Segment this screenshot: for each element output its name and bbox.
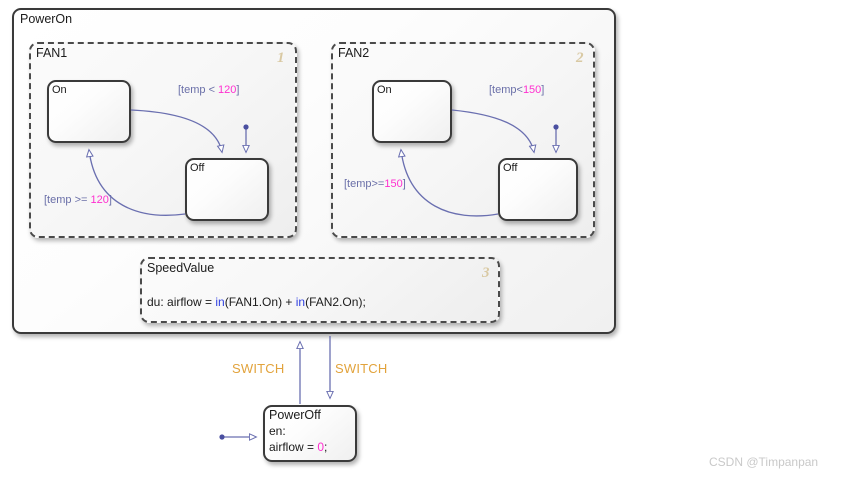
cond-suffix: ]	[541, 84, 545, 96]
event-label-switch-up: SWITCH	[232, 361, 285, 376]
action-prefix: du: airflow =	[147, 295, 216, 309]
speedvalue-action: du: airflow = in(FAN1.On) + in(FAN2.On);	[147, 295, 366, 310]
state-fan1-on-label: On	[52, 84, 67, 96]
transition-label-fan2-on-to-off: [temp<150]	[489, 84, 544, 96]
action-arg-1: (FAN1.On) +	[224, 295, 296, 309]
state-power-off-label: PowerOff	[269, 408, 321, 422]
parallel-state-fan1-label: FAN1	[36, 46, 68, 60]
cond-value: 120	[90, 194, 109, 206]
expr-suffix: ;	[324, 440, 328, 454]
expr-prefix: airflow =	[269, 440, 318, 454]
cond-prefix: [temp <	[178, 84, 219, 96]
state-fan1-on[interactable]	[47, 80, 131, 143]
state-power-off[interactable]	[263, 405, 357, 462]
transition-label-fan1-off-to-on: [temp >= 120]	[44, 194, 112, 206]
cond-prefix: [temp >=	[44, 194, 91, 206]
cond-value: 150	[522, 84, 542, 96]
state-fan2-off-label: Off	[503, 162, 518, 174]
expr-value: 0	[317, 440, 325, 454]
cond-suffix: ]	[236, 84, 240, 96]
transition-label-fan1-on-to-off: [temp < 120]	[178, 84, 239, 96]
parallel-state-fan2-order: 2	[576, 50, 584, 66]
state-power-on-label: PowerOn	[20, 12, 73, 26]
power-off-action-keyword: en:	[269, 424, 286, 438]
state-fan2-on[interactable]	[372, 80, 452, 143]
state-fan1-off-label: Off	[190, 162, 205, 174]
transition-label-fan2-off-to-on: [temp>=150]	[344, 178, 406, 190]
action-fn-in-2: in	[295, 295, 306, 309]
cond-prefix: [temp>=	[344, 178, 385, 190]
state-fan2-on-label: On	[377, 84, 392, 96]
power-off-action-expression: airflow = 0;	[269, 440, 327, 455]
state-fan2-off[interactable]	[498, 158, 578, 221]
cond-suffix: ]	[108, 194, 112, 206]
default-transition-dot-poweroff	[219, 434, 225, 440]
parallel-state-fan1-order: 1	[277, 50, 285, 66]
action-fn-in-1: in	[215, 295, 225, 309]
parallel-state-speedvalue-label: SpeedValue	[147, 261, 215, 275]
cond-value: 120	[218, 84, 237, 96]
cond-suffix: ]	[402, 178, 406, 190]
watermark: CSDN @Timpanpan	[709, 455, 819, 469]
parallel-state-speedvalue[interactable]	[140, 257, 500, 323]
parallel-state-fan2-label: FAN2	[338, 46, 370, 60]
cond-prefix: [temp<	[489, 84, 523, 96]
cond-value: 150	[384, 178, 403, 190]
state-fan1-off[interactable]	[185, 158, 269, 221]
action-arg-2: (FAN2.On);	[305, 295, 366, 309]
parallel-state-speedvalue-order: 3	[482, 265, 490, 281]
event-label-switch-down: SWITCH	[335, 361, 388, 376]
